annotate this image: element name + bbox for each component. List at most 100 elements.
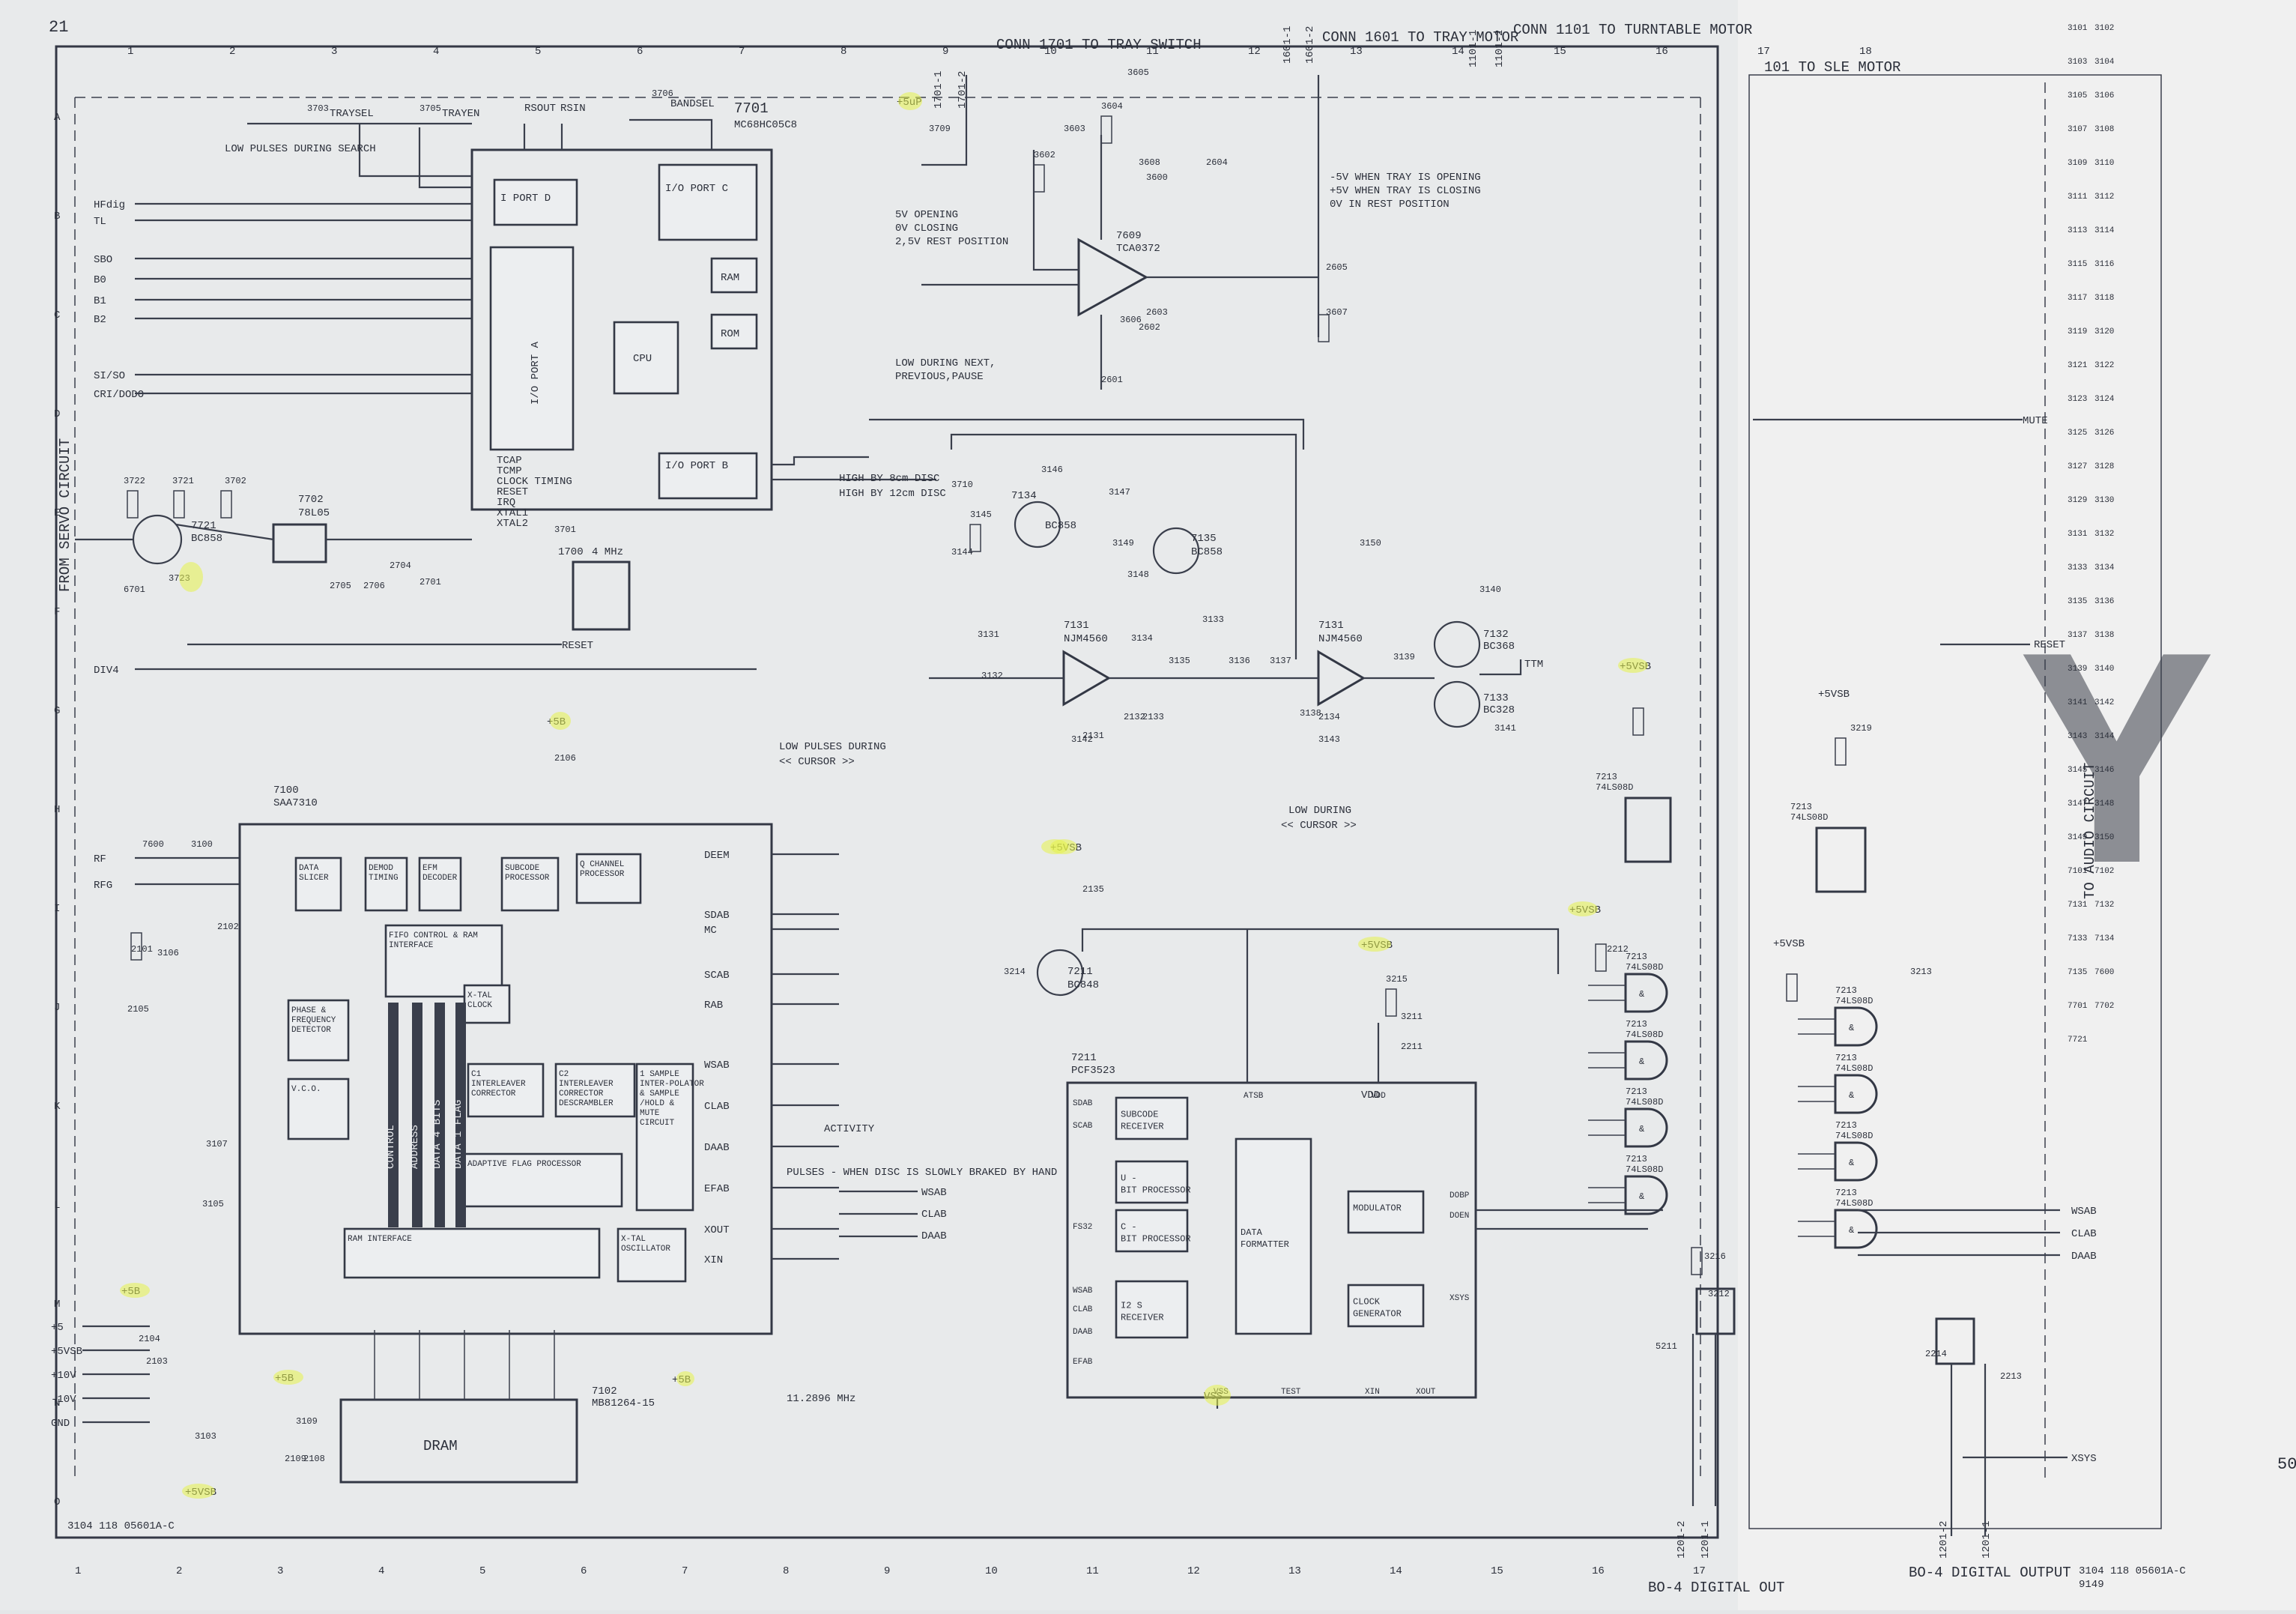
- grid-col-bottom: 12: [1187, 1565, 1200, 1577]
- dai-block-label: BIT PROCESSOR: [1121, 1234, 1191, 1245]
- dai-pin-label: EFAB: [1073, 1358, 1093, 1367]
- parts-list-entry: 3146: [2094, 766, 2114, 775]
- note-cursor-1: LOW DURING: [1288, 805, 1351, 817]
- pin-1601-1: 1601-1: [1282, 26, 1294, 64]
- grid-row: G: [54, 705, 60, 717]
- note-next-2: PREVIOUS,PAUSE: [895, 371, 984, 383]
- rail-label: +5VSB: [1773, 938, 1805, 950]
- mcu-ref: 7701: [734, 100, 769, 117]
- resistor-symbol: [127, 490, 139, 519]
- grid-col-top: 9: [942, 46, 948, 58]
- mcu-ram: RAM: [721, 272, 739, 284]
- component-ref: 3600: [1146, 172, 1168, 183]
- gate-ref: 7213: [1596, 772, 1617, 782]
- bus-control: CONTROL: [385, 1125, 397, 1169]
- mcu-port-a: I/O PORT A: [530, 341, 542, 405]
- grid-col-bottom: 3: [277, 1565, 283, 1577]
- decoder-block-label: C2: [559, 1070, 569, 1079]
- xtal-freq: 4 MHz: [592, 546, 623, 558]
- parts-list-entry: 3115: [2068, 260, 2087, 269]
- decoder-block-label: OSCILLATOR: [621, 1245, 670, 1254]
- grid-col-top: 12: [1248, 46, 1261, 58]
- parts-list-entry: 3111: [2068, 193, 2088, 202]
- gate-part: 74LS08D: [1626, 1030, 1663, 1040]
- right-frame: [1748, 74, 2162, 1529]
- sig-xsys-right: XSYS: [2071, 1453, 2097, 1465]
- parts-list-entry: 3149: [2068, 833, 2087, 842]
- decoder-block-label: 1 SAMPLE: [640, 1070, 679, 1079]
- decoder-block-label: PHASE &: [291, 1006, 327, 1015]
- component-ref: 3606: [1120, 315, 1142, 325]
- grid-col-bottom: 10: [985, 1565, 998, 1577]
- component-ref: 2211: [1401, 1042, 1423, 1052]
- gate-ref: 7213: [1835, 1053, 1857, 1063]
- parts-list-entry: 3128: [2094, 462, 2114, 471]
- component-ref: 2601: [1101, 375, 1123, 385]
- reg-part: 78L05: [298, 507, 330, 519]
- component-ref: 2131: [1082, 731, 1104, 741]
- grid-col-top: 14: [1452, 46, 1464, 58]
- decoder-block-label: DATA: [299, 864, 319, 873]
- page-edge-number: 50: [2277, 1455, 2296, 1474]
- dai-block: [1115, 1160, 1189, 1204]
- gate-part: 74LS08D: [1835, 1198, 1873, 1209]
- pin-1701-1: 1701-1: [933, 71, 945, 109]
- component-ref: 3721: [172, 476, 194, 486]
- decoder-block-label: CORRECTOR: [471, 1089, 516, 1098]
- component-ref: 2603: [1146, 307, 1168, 318]
- component-ref: 3140: [1479, 584, 1501, 595]
- dai-block-label: FORMATTER: [1241, 1239, 1289, 1250]
- component-ref: 3213: [1910, 967, 1932, 977]
- conn-sle-motor: 101 TO SLE MOTOR: [1764, 59, 1900, 76]
- decoder-block-label: CIRCUIT: [640, 1119, 675, 1128]
- grid-col-top: 6: [637, 46, 643, 58]
- note-motor-3: 0V IN REST POSITION: [1330, 199, 1450, 211]
- and-gate: [1624, 1040, 1668, 1080]
- dai-pin-label: XIN: [1365, 1388, 1380, 1397]
- decoder-block: [500, 856, 560, 912]
- mcu-pin-label: CLOCK TIMING: [497, 476, 572, 488]
- turntable-motor-driver: HIGH BY 8cm DISC HIGH BY 12cm DISC 7134 …: [772, 418, 1543, 832]
- parts-list-entry: 3145: [2068, 766, 2087, 775]
- sig-trayen: TRAYEN: [442, 108, 479, 120]
- decoder-pin-label: XIN: [704, 1254, 723, 1266]
- dai-block: [1347, 1190, 1425, 1234]
- input-signal-label: RF: [94, 853, 106, 865]
- dai-block-label: GENERATOR: [1353, 1309, 1402, 1320]
- resistor-symbol: [1691, 1247, 1703, 1275]
- input-signal-label: SBO: [94, 254, 112, 266]
- pin-1201-1-right: 1201-1: [1981, 1521, 1993, 1559]
- gate-part: 74LS08D: [1626, 1164, 1663, 1175]
- component-ref: 3139: [1393, 652, 1415, 662]
- decoder-block: [463, 1152, 623, 1208]
- decoder-block-label: SLICER: [299, 874, 329, 883]
- decoder-block: [467, 1063, 545, 1118]
- dai-pin-label: SCAB: [1073, 1122, 1093, 1131]
- parts-list-entry: 3109: [2068, 159, 2087, 168]
- grid-row: C: [54, 309, 60, 321]
- grid-col-bottom: 2: [176, 1565, 182, 1577]
- decoder-pin-label: DAAB: [704, 1142, 730, 1154]
- decoder-block-label: DECODER: [422, 874, 458, 883]
- pin-1201-1: 1201-1: [1700, 1521, 1712, 1559]
- dai-block: [1115, 1096, 1189, 1140]
- mcu-port-c: I/O PORT C: [665, 183, 728, 195]
- parts-list-entry: 3133: [2068, 563, 2087, 572]
- gate-ref: 7213: [1835, 1188, 1857, 1198]
- sig-reset: RESET: [562, 640, 593, 652]
- parts-list-entry: 3121: [2068, 361, 2088, 370]
- doc-number-right: 3104 118 05601A-C: [2079, 1565, 2186, 1577]
- gate-ref: 7213: [1626, 1086, 1647, 1097]
- parts-list-entry: 3101: [2068, 24, 2088, 33]
- input-signal-label: DIV4: [94, 665, 119, 677]
- and-gate: [1624, 1175, 1668, 1215]
- dai-pin-label: CLAB: [1073, 1305, 1093, 1314]
- rail-label: -10V: [51, 1394, 76, 1406]
- sig-ttm: TTM: [1524, 659, 1543, 671]
- input-signal-label: B1: [94, 295, 106, 307]
- parts-list-entry: 7702: [2094, 1002, 2114, 1011]
- component-ref: 3103: [195, 1431, 216, 1442]
- parts-list-entry: 3124: [2094, 395, 2115, 404]
- decoder-block-label: TIMING: [369, 874, 399, 883]
